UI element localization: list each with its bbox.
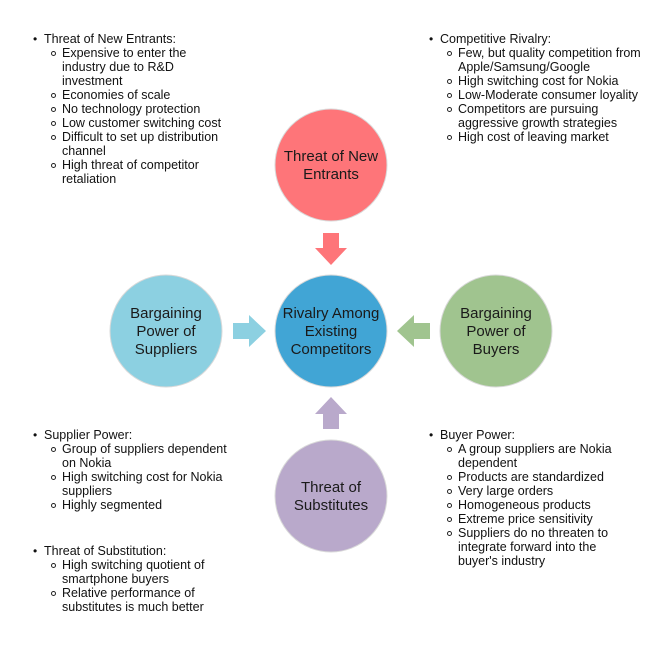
- list-item: Very large orders: [447, 484, 629, 498]
- arrow-right-icon: [233, 315, 266, 347]
- list-item: Highly segmented: [51, 498, 233, 512]
- list-item: High switching cost for Nokia: [447, 74, 649, 88]
- list-item: High switching cost for Nokia suppliers: [51, 470, 233, 498]
- circle-rivalry: [274, 274, 388, 388]
- circle-label-line: Buyers: [473, 341, 520, 358]
- list-item: Extreme price sensitivity: [447, 512, 629, 526]
- circle-label-line: Rivalry Among: [283, 305, 380, 322]
- threat-substitution-block: Threat of Substitution: High switching q…: [33, 544, 233, 614]
- circle-suppliers: [109, 274, 223, 388]
- competitive-rivalry-heading: Competitive Rivalry:: [429, 32, 649, 46]
- circle-label-line: Bargaining: [460, 305, 532, 322]
- arrow-up-icon: [315, 397, 347, 429]
- circle-label-line: Threat of New: [284, 148, 378, 165]
- threat-substitution-list: High switching quotient of smartphone bu…: [33, 558, 233, 614]
- list-item: Difficult to set up distribution channel: [51, 130, 233, 158]
- list-item: Suppliers do no threaten to integrate fo…: [447, 526, 629, 568]
- list-item: Relative performance of substitutes is m…: [51, 586, 233, 614]
- circle-label-line: Suppliers: [135, 341, 198, 358]
- arrow-down-icon: [315, 233, 347, 265]
- arrow-left-icon: [397, 315, 430, 347]
- circle-label-line: Power of: [466, 323, 526, 340]
- competitive-rivalry-block: Competitive Rivalry: Few, but quality co…: [429, 32, 649, 144]
- circle-label-line: Substitutes: [294, 497, 368, 514]
- list-item: Economies of scale: [51, 88, 233, 102]
- circle-label-line: Entrants: [303, 166, 359, 183]
- list-item: Homogeneous products: [447, 498, 629, 512]
- buyer-power-heading: Buyer Power:: [429, 428, 629, 442]
- supplier-power-heading: Supplier Power:: [33, 428, 233, 442]
- circle-label-line: Threat of: [301, 479, 362, 496]
- threat-substitution-heading: Threat of Substitution:: [33, 544, 233, 558]
- circle-buyers: [439, 274, 553, 388]
- circle-substitutes: [274, 439, 388, 553]
- circle-new-entrants: [274, 108, 388, 222]
- list-item: Low customer switching cost: [51, 116, 233, 130]
- new-entrants-block: Threat of New Entrants: Expensive to ent…: [33, 32, 233, 186]
- list-item: Products are standardized: [447, 470, 629, 484]
- buyer-power-block: Buyer Power: A group suppliers are Nokia…: [429, 428, 629, 568]
- circle-label-line: Competitors: [291, 341, 372, 358]
- circle-label-line: Bargaining: [130, 305, 202, 322]
- list-item: High cost of leaving market: [447, 130, 649, 144]
- list-item: No technology protection: [51, 102, 233, 116]
- list-item: Competitors are pursuing aggressive grow…: [447, 102, 649, 130]
- list-item: Few, but quality competition from Apple/…: [447, 46, 649, 74]
- list-item: Group of suppliers dependent on Nokia: [51, 442, 233, 470]
- list-item: Low-Moderate consumer loyality: [447, 88, 649, 102]
- list-item: High threat of competitor retaliation: [51, 158, 233, 186]
- list-item: A group suppliers are Nokia dependent: [447, 442, 629, 470]
- circle-label-line: Power of: [136, 323, 196, 340]
- list-item: Expensive to enter the industry due to R…: [51, 46, 233, 88]
- new-entrants-list: Expensive to enter the industry due to R…: [33, 46, 233, 186]
- new-entrants-heading: Threat of New Entrants:: [33, 32, 233, 46]
- competitive-rivalry-list: Few, but quality competition from Apple/…: [429, 46, 649, 144]
- supplier-power-block: Supplier Power: Group of suppliers depen…: [33, 428, 233, 512]
- circle-label-line: Existing: [305, 323, 358, 340]
- list-item: High switching quotient of smartphone bu…: [51, 558, 233, 586]
